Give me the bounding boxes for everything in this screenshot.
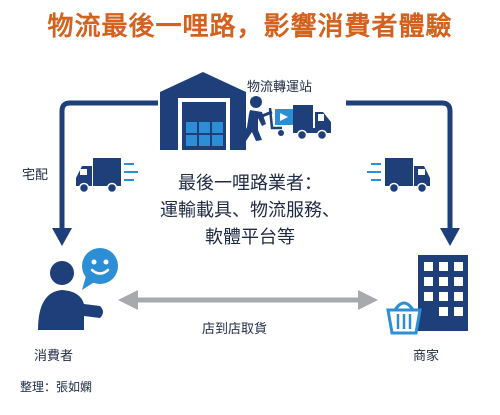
pickup-label: 店到店取貨 <box>202 322 268 337</box>
basket-icon <box>386 301 422 335</box>
truck-icon <box>367 158 430 194</box>
truck-icon <box>76 158 138 194</box>
credit: 整理：張如嫻 <box>20 380 93 394</box>
page-title: 物流最後一哩路，影響消費者體驗 <box>47 12 453 42</box>
merchant-label: 商家 <box>413 349 440 364</box>
right-delivery-arrow <box>346 100 460 246</box>
center-line: 軟體平台等 <box>205 227 295 248</box>
center-line: 最後一哩路業者： <box>178 173 322 194</box>
chat-smile-icon <box>82 248 118 290</box>
center-line: 運輸載具、物流服務、 <box>160 200 340 221</box>
pickup-double-arrow <box>118 290 378 310</box>
center-description: 最後一哩路業者： 運輸載具、物流服務、 軟體平台等 <box>150 170 350 251</box>
station-label: 物流轉運站 <box>247 80 313 95</box>
consumer-label: 消費者 <box>34 349 74 364</box>
person-icon <box>38 261 103 330</box>
building-icon <box>418 255 468 331</box>
worker-cart-icon <box>241 96 293 141</box>
warehouse-icon <box>160 72 246 150</box>
left-delivery-arrow <box>52 100 158 246</box>
truck-icon <box>293 105 331 141</box>
delivery-label: 宅配 <box>22 168 49 183</box>
